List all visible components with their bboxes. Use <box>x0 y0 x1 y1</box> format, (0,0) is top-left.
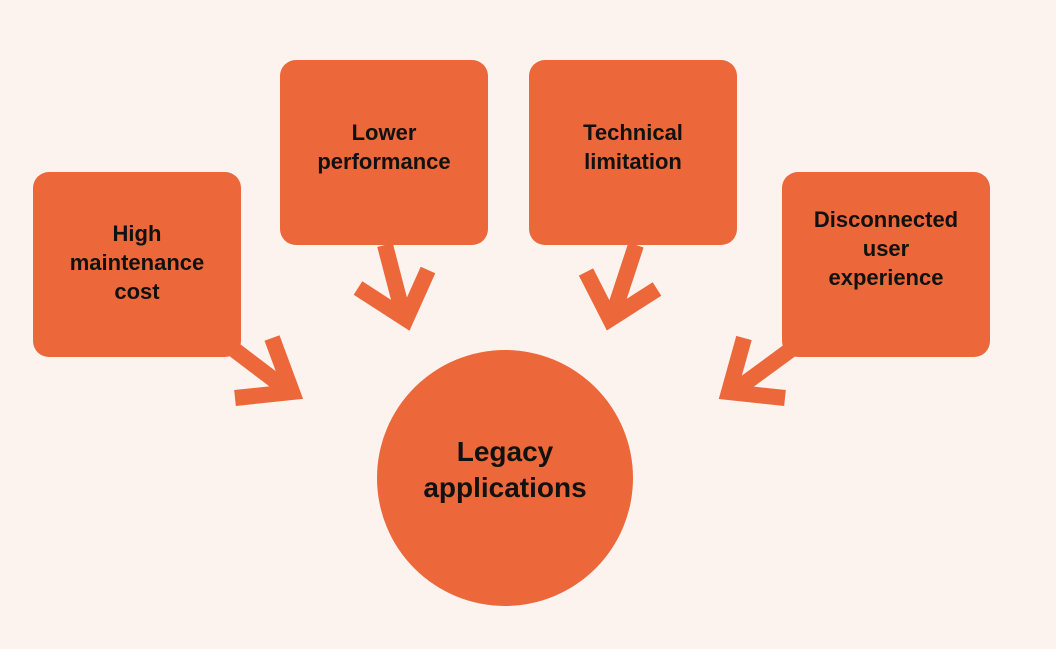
box-label: Technical limitation <box>583 120 683 174</box>
arrow-disconnected <box>718 335 798 406</box>
box-label: High maintenance cost <box>69 221 205 304</box>
arrow-technical-limitation <box>578 242 662 331</box>
arrow-lower-performance <box>353 242 436 331</box>
box-disconnected-user-experience: Disconnected user experience <box>782 172 990 357</box>
center-label: Legacy applications <box>423 436 587 503</box>
center-circle-legacy-applications: Legacy applications <box>377 350 633 606</box>
box-technical-limitation: Technical limitation <box>529 60 737 245</box>
box-high-maintenance-cost: High maintenance cost <box>33 172 241 357</box>
box-lower-performance: Lower performance <box>280 60 488 245</box>
box-label: Disconnected user experience <box>813 207 959 290</box>
box-label: Lower performance <box>317 120 451 174</box>
arrow-high-maintenance <box>227 335 304 406</box>
